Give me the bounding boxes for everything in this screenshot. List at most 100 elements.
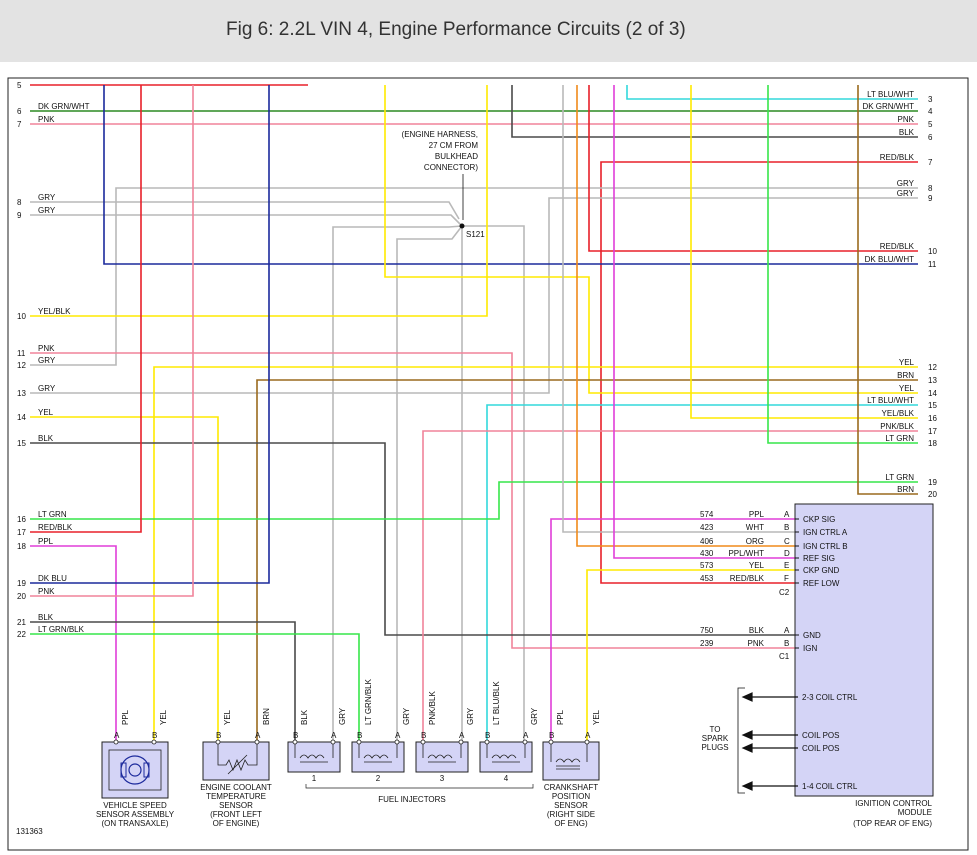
pin-wire-color: LT GRN/BLK: [364, 678, 373, 725]
module-pin-function: IGN CTRL B: [803, 542, 848, 551]
right-circuit-number: 7: [928, 158, 933, 167]
left-circuit-number: 5: [17, 81, 22, 90]
module-name-line: MODULE: [898, 808, 932, 817]
ckp-name-line: (RIGHT SIDE: [547, 810, 595, 819]
right-circuit-number: 10: [928, 247, 937, 256]
connector-c1-label: C1: [779, 652, 790, 661]
module-circuit-number: 239: [700, 639, 714, 648]
left-circuit-label: LT GRN: [38, 510, 67, 519]
right-circuit-label: PNK/BLK: [880, 422, 914, 431]
left-circuit-label: YEL/BLK: [38, 307, 71, 316]
fuel-injector-body: [479, 741, 533, 773]
vehicle-speed-sensor: [101, 741, 169, 799]
coil-control-labels: 2-3 COIL CTRL COIL POS COIL POS 1-4 COIL…: [802, 693, 858, 791]
right-circuit-number: 18: [928, 439, 937, 448]
left-circuit-label: YEL: [38, 408, 54, 417]
right-circuit-number: 15: [928, 401, 937, 410]
left-circuit-label: GRY: [38, 384, 56, 393]
coil-label: COIL POS: [802, 744, 840, 753]
left-circuit-number: 6: [17, 107, 22, 116]
module-name: IGNITION CONTROL MODULE (TOP REAR OF ENG…: [853, 799, 932, 828]
left-circuit-label: PPL: [38, 537, 54, 546]
right-circuit-number: 14: [928, 389, 937, 398]
right-circuit-label: GRY: [897, 189, 915, 198]
splice-note-line: (ENGINE HARNESS,: [402, 130, 478, 139]
left-circuit-label: GRY: [38, 356, 56, 365]
right-circuit-label: YEL: [899, 358, 915, 367]
module-pin-letter: A: [784, 510, 790, 519]
coil-label: 1-4 COIL CTRL: [802, 782, 858, 791]
left-circuit-number: 19: [17, 579, 26, 588]
fuel-injector-body: [415, 741, 469, 773]
left-circuit-number: 20: [17, 592, 26, 601]
wires: [30, 84, 918, 742]
fuel-injectors-label: FUEL INJECTORS: [378, 795, 446, 804]
right-circuit-label: DK GRN/WHT: [862, 102, 914, 111]
pin-wire-color: YEL: [159, 709, 168, 725]
right-circuit-number: 3: [928, 95, 933, 104]
pin-wire-color: GRY: [338, 707, 347, 725]
coil-control-outputs: [737, 687, 798, 794]
ckp-name-line: OF ENG): [554, 819, 588, 828]
splice-node: [459, 223, 465, 229]
pin-letter: A: [395, 731, 401, 740]
vss-name-line: VEHICLE SPEED: [103, 801, 167, 810]
module-circuit-number: 573: [700, 561, 714, 570]
left-circuit-number: 18: [17, 542, 26, 551]
module-wire-color: PNK: [748, 639, 765, 648]
right-circuit-label: PNK: [898, 115, 915, 124]
left-circuit-number: 12: [17, 361, 26, 370]
vss-name-line: SENSOR ASSEMBLY: [96, 810, 175, 819]
splice-note: (ENGINE HARNESS, 27 CM FROM BULKHEAD CON…: [402, 130, 479, 172]
pin-letter: B: [216, 731, 221, 740]
coolant-temp-sensor: [202, 741, 270, 781]
right-circuit-label: GRY: [897, 179, 915, 188]
pin-wire-color: GRY: [402, 707, 411, 725]
right-circuit-label: LT GRN: [885, 434, 914, 443]
module-wire-color: PPL/WHT: [728, 549, 764, 558]
right-circuit-label: LT BLU/WHT: [867, 90, 914, 99]
pin-letter: B: [293, 731, 298, 740]
injector-number: 1: [312, 774, 317, 783]
right-circuit-label: RED/BLK: [880, 153, 915, 162]
right-circuit-label: YEL: [899, 384, 915, 393]
right-circuit-number: 17: [928, 427, 937, 436]
pin-wire-color: GRY: [466, 707, 475, 725]
module-pin-function: REF LOW: [803, 579, 840, 588]
plugs-line: TO: [710, 725, 721, 734]
ect-name-line: (FRONT LEFT: [210, 810, 262, 819]
pin-letter: B: [485, 731, 490, 740]
vss-name-line: (ON TRANSAXLE): [102, 819, 169, 828]
coil-label: COIL POS: [802, 731, 840, 740]
pin-letter: A: [114, 731, 120, 740]
right-circuit-number: 13: [928, 376, 937, 385]
pin-letter: B: [357, 731, 362, 740]
figure-id: 131363: [16, 827, 43, 836]
splice-note-line: 27 CM FROM: [429, 141, 479, 150]
ect-name-line: TEMPERATURE: [206, 792, 266, 801]
module-wire-color: PPL: [749, 510, 765, 519]
ect-name-line: SENSOR: [219, 801, 253, 810]
module-wire-color: RED/BLK: [730, 574, 765, 583]
left-circuit-label: BLK: [38, 434, 54, 443]
right-circuit-number: 5: [928, 120, 933, 129]
left-circuit-number: 22: [17, 630, 26, 639]
right-circuit-number: 4: [928, 107, 933, 116]
module-circuit-number: 574: [700, 510, 714, 519]
ect-name-line: ENGINE COOLANT: [200, 783, 272, 792]
module-pin-letter: C: [784, 537, 790, 546]
module-pin-letter: B: [784, 523, 789, 532]
page-title: Fig 6: 2.2L VIN 4, Engine Performance Ci…: [226, 19, 686, 40]
injector-number: 4: [504, 774, 509, 783]
pin-letter: B: [549, 731, 554, 740]
module-circuit-number: 406: [700, 537, 714, 546]
module-pin-function: IGN: [803, 644, 817, 653]
module-pin-letter: D: [784, 549, 790, 558]
module-pin-function: REF SIG: [803, 554, 835, 563]
ckp-name-line: SENSOR: [554, 801, 588, 810]
pin-wire-color: YEL: [223, 709, 232, 725]
